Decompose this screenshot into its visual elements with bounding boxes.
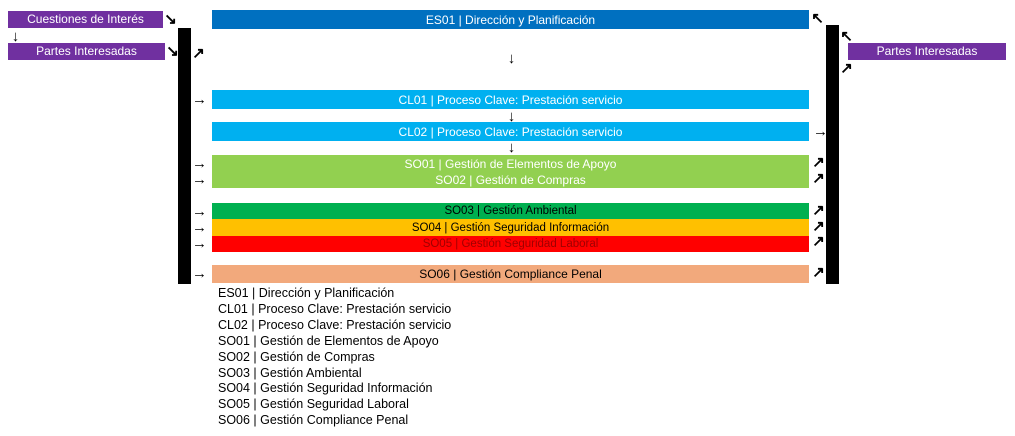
arrow-right-icon: →: [192, 219, 207, 236]
legend-item: SO02 | Gestión de Compras: [218, 349, 375, 364]
legend-item: SO06 | Gestión Compliance Penal: [218, 413, 409, 428]
bar-so03-label: SO03 | Gestión Ambiental: [444, 205, 577, 217]
bar-cl01: CL01 | Proceso Clave: Prestación servici…: [212, 90, 809, 109]
right-rail: [826, 25, 839, 284]
arrow-up-right-icon: ↗: [812, 264, 825, 281]
arrow-up-left-icon: ↖: [811, 10, 824, 27]
arrow-right-icon: →: [192, 203, 207, 220]
bar-so03: SO03 | Gestión Ambiental: [212, 203, 809, 219]
arrow-down-icon: ↓: [11, 28, 20, 45]
arrow-right-icon: →: [192, 91, 207, 108]
process-legend: ES01 | Dirección y Planificación CL01 | …: [218, 286, 451, 429]
bar-so06: SO06 | Gestión Compliance Penal: [212, 265, 809, 283]
left-rail: [178, 28, 191, 284]
arrow-down-icon: ↓: [507, 50, 516, 67]
bar-so05: SO05 | Gestión Seguridad Laboral: [212, 236, 809, 252]
bar-cl02-label: CL02 | Proceso Clave: Prestación servici…: [398, 124, 623, 139]
arrow-up-right-icon: ↗: [812, 154, 825, 171]
arrow-up-left-icon: ↖: [840, 28, 853, 45]
arrow-up-right-icon: ↗: [812, 202, 825, 219]
legend-item: SO04 | Gestión Seguridad Información: [218, 381, 433, 396]
arrow-down-right-icon: ↘: [164, 11, 177, 28]
arrow-right-icon: →: [192, 171, 207, 188]
left-box-partes-interesadas: Partes Interesadas: [8, 43, 165, 60]
arrow-up-right-icon: ↗: [812, 233, 825, 250]
arrow-up-right-icon: ↗: [812, 218, 825, 235]
legend-item: SO01 | Gestión de Elementos de Apoyo: [218, 333, 439, 348]
arrow-up-right-icon: ↗: [812, 170, 825, 187]
left-box-cuestiones-interes: Cuestiones de Interés: [8, 11, 163, 28]
legend-item: CL02 | Proceso Clave: Prestación servici…: [218, 317, 452, 332]
arrow-right-icon: →: [192, 235, 207, 252]
legend-item: ES01 | Dirección y Planificación: [218, 286, 395, 300]
bar-es01: ES01 | Dirección y Planificación: [212, 10, 809, 29]
bar-so05-label: SO05 | Gestión Seguridad Laboral: [422, 238, 599, 250]
bar-so04: SO04 | Gestión Seguridad Información: [212, 219, 809, 236]
bar-cl01-label: CL01 | Proceso Clave: Prestación servici…: [398, 92, 623, 107]
arrow-down-icon: ↓: [507, 139, 516, 156]
arrow-down-right-icon: ↘: [166, 43, 179, 60]
arrow-right-icon: →: [813, 123, 828, 140]
bar-es01-label: ES01 | Dirección y Planificación: [425, 12, 596, 27]
arrow-up-right-icon: ↗: [192, 45, 205, 62]
bar-so06-label: SO06 | Gestión Compliance Penal: [419, 267, 602, 281]
arrow-down-icon: ↓: [507, 108, 516, 125]
bar-so04-label: SO04 | Gestión Seguridad Información: [411, 221, 610, 234]
bar-cl02: CL02 | Proceso Clave: Prestación servici…: [212, 122, 809, 141]
legend-item: SO03 | Gestión Ambiental: [218, 365, 362, 380]
arrow-right-icon: →: [192, 265, 207, 282]
bar-so01-label: SO01 | Gestión de Elementos de Apoyo: [404, 156, 617, 171]
arrow-up-right-icon: ↗: [840, 60, 853, 77]
arrow-right-icon: →: [192, 155, 207, 172]
legend-item: CL01 | Proceso Clave: Prestación servici…: [218, 301, 452, 316]
bar-so01-so02: SO01 | Gestión de Elementos de Apoyo SO0…: [212, 155, 809, 188]
legend-item: SO05 | Gestión Seguridad Laboral: [218, 397, 409, 412]
right-box-partes-interesadas: Partes Interesadas: [848, 43, 1006, 60]
bar-so02-label: SO02 | Gestión de Compras: [435, 172, 586, 187]
